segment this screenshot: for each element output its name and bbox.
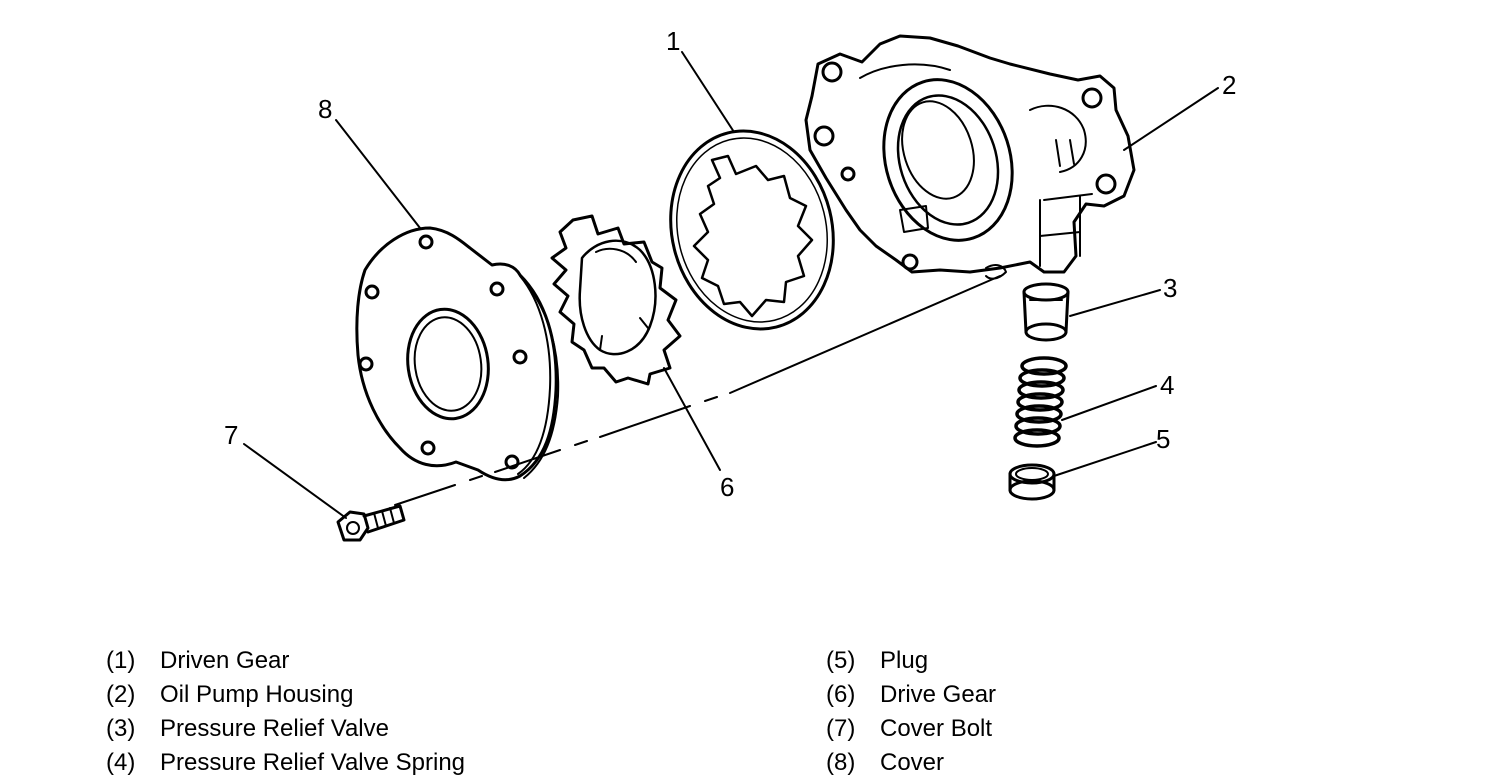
callout-3: 3 [1163, 273, 1177, 303]
callout-4: 4 [1160, 370, 1174, 400]
leader-line-2 [1123, 87, 1219, 151]
callout-5: 5 [1156, 424, 1170, 454]
leader-line-6 [663, 367, 721, 471]
legend-item-label: Cover [880, 749, 945, 776]
legend-item-label: Driven Gear [160, 647, 290, 674]
driven-gear-part [669, 129, 835, 331]
legend-item-label: Drive Gear [880, 681, 997, 708]
cover-bolt-part [336, 504, 406, 542]
legend-item-label: Oil Pump Housing [160, 681, 354, 708]
assembly-axis-line [394, 275, 1001, 506]
pressure-relief-valve-part [1022, 282, 1070, 342]
leader-line-3 [1069, 289, 1161, 317]
legend-item-number: (7) [826, 715, 856, 742]
drive-gear-part [550, 214, 682, 386]
legend-item-label: Pressure Relief Valve [160, 715, 389, 742]
cover-part [355, 226, 560, 482]
legend-item-number: (8) [826, 749, 856, 776]
parts-legend: (1) Driven Gear (2) Oil Pump Housing (3)… [0, 630, 1504, 780]
leader-line-7 [243, 443, 347, 519]
callout-6: 6 [720, 472, 734, 502]
callout-1: 1 [666, 26, 680, 56]
leader-line-8 [335, 119, 421, 229]
callout-8: 8 [318, 94, 332, 124]
oil-pump-housing-part [804, 34, 1136, 280]
callout-7: 7 [224, 420, 238, 450]
legend-item-label: Plug [880, 647, 929, 674]
leader-line-4 [1061, 385, 1157, 421]
legend-item-number: (4) [106, 749, 136, 776]
plug-part [1008, 463, 1056, 501]
legend-item-number: (2) [106, 681, 136, 708]
leader-line-5 [1053, 441, 1157, 477]
legend-item-number: (6) [826, 681, 856, 708]
oil-pump-exploded-diagram: 1 2 3 4 5 6 7 8 [224, 26, 1236, 542]
callout-2: 2 [1222, 70, 1236, 100]
legend-item-label: Pressure Relief Valve Spring [160, 749, 466, 776]
pressure-relief-valve-spring-part [1013, 356, 1068, 448]
legend-item-label: Cover Bolt [880, 715, 993, 742]
legend-item-number: (1) [106, 647, 136, 674]
leader-line-1 [681, 51, 735, 133]
legend-item-number: (3) [106, 715, 136, 742]
legend-item-number: (5) [826, 647, 856, 674]
